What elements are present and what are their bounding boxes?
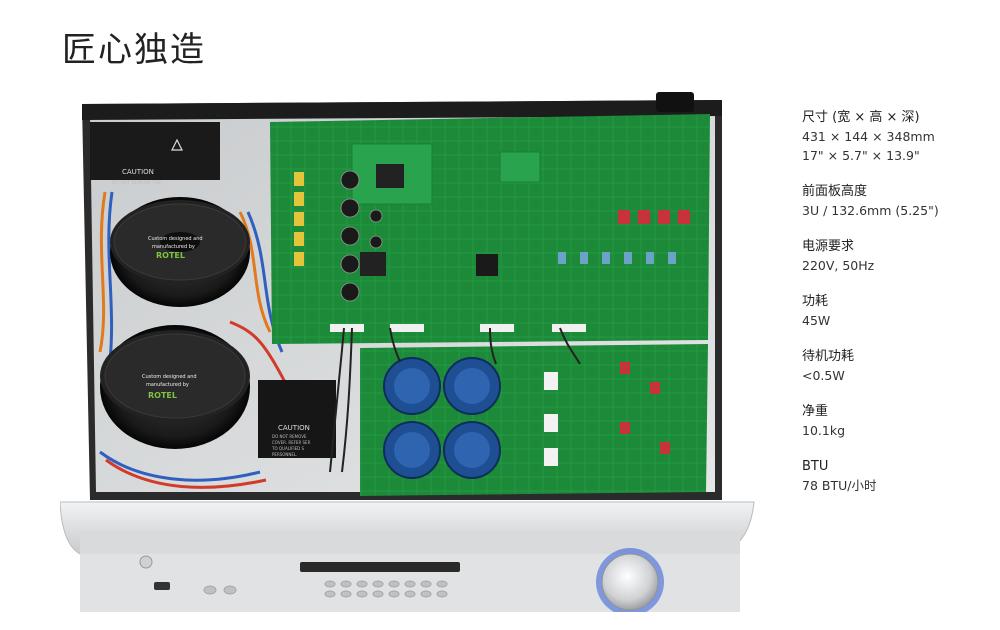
spec-dimensions: 尺寸 (宽 × 高 × 深) 431 × 144 × 348mm 17" × 5… [802, 108, 992, 165]
spec-value: <0.5W [802, 368, 845, 383]
spec-power-requirements: 电源要求 220V, 50Hz [802, 237, 992, 275]
spec-value: 220V, 50Hz [802, 258, 875, 273]
front-panel [60, 501, 755, 612]
spec-value: 45W [802, 313, 831, 328]
spec-standby-power: 待机功耗 <0.5W [802, 347, 992, 385]
spec-label: BTU [802, 459, 829, 474]
power-section: CAUTION DO NOT REMOVE THE Custom designe… [90, 122, 336, 489]
spec-label: 前面板高度 [802, 184, 868, 199]
toroid2-text-line2: manufactured by [146, 382, 189, 388]
spec-net-weight: 净重 10.1kg [802, 402, 992, 440]
spec-label: 尺寸 (宽 × 高 × 深) [802, 110, 920, 125]
cover-line3: TO QUALIFIED S [271, 446, 304, 451]
spec-value: 78 BTU/小时 [802, 478, 877, 493]
toroid1-text-line2: manufactured by [152, 244, 195, 250]
cover-line1: DO NOT REMOVE [272, 434, 307, 439]
spec-label: 待机功耗 [802, 349, 855, 364]
spec-label: 电源要求 [802, 239, 855, 254]
spec-power-consumption: 功耗 45W [802, 292, 992, 330]
amplifier-pcb [329, 327, 708, 496]
cover-line2: COVER. REFER SER [272, 440, 311, 445]
spec-btu: BTU 78 BTU/小时 [802, 457, 992, 495]
main-pcb [270, 114, 710, 344]
transformer-caution-sublabel: DO NOT REMOVE THE [112, 180, 161, 186]
transformer-caution-label: CAUTION [122, 168, 154, 176]
amplifier-interior-photo: CAUTION DO NOT REMOVE THE Custom designe… [60, 92, 755, 612]
toroid1-brand: ROTEL [156, 251, 185, 260]
spec-value: 17" × 5.7" × 13.9" [802, 148, 920, 163]
cover-caution-label: CAUTION [278, 424, 310, 432]
cover-line4: PERSONNEL. [272, 452, 297, 457]
toroid2-text-line1: Custom designed and [142, 374, 197, 380]
page-title: 匠心独造 [62, 30, 206, 70]
spec-value: 431 × 144 × 348mm [802, 129, 935, 144]
toroid1-text-line1: Custom designed and [148, 236, 203, 242]
spec-front-panel-height: 前面板高度 3U / 132.6mm (5.25") [802, 182, 992, 220]
toroid2-brand: ROTEL [148, 391, 177, 400]
spec-list: 尺寸 (宽 × 高 × 深) 431 × 144 × 348mm 17" × 5… [802, 108, 992, 512]
spec-value: 10.1kg [802, 423, 846, 438]
spec-label: 功耗 [802, 294, 829, 309]
spec-label: 净重 [802, 404, 829, 419]
spec-value: 3U / 132.6mm (5.25") [802, 203, 939, 218]
